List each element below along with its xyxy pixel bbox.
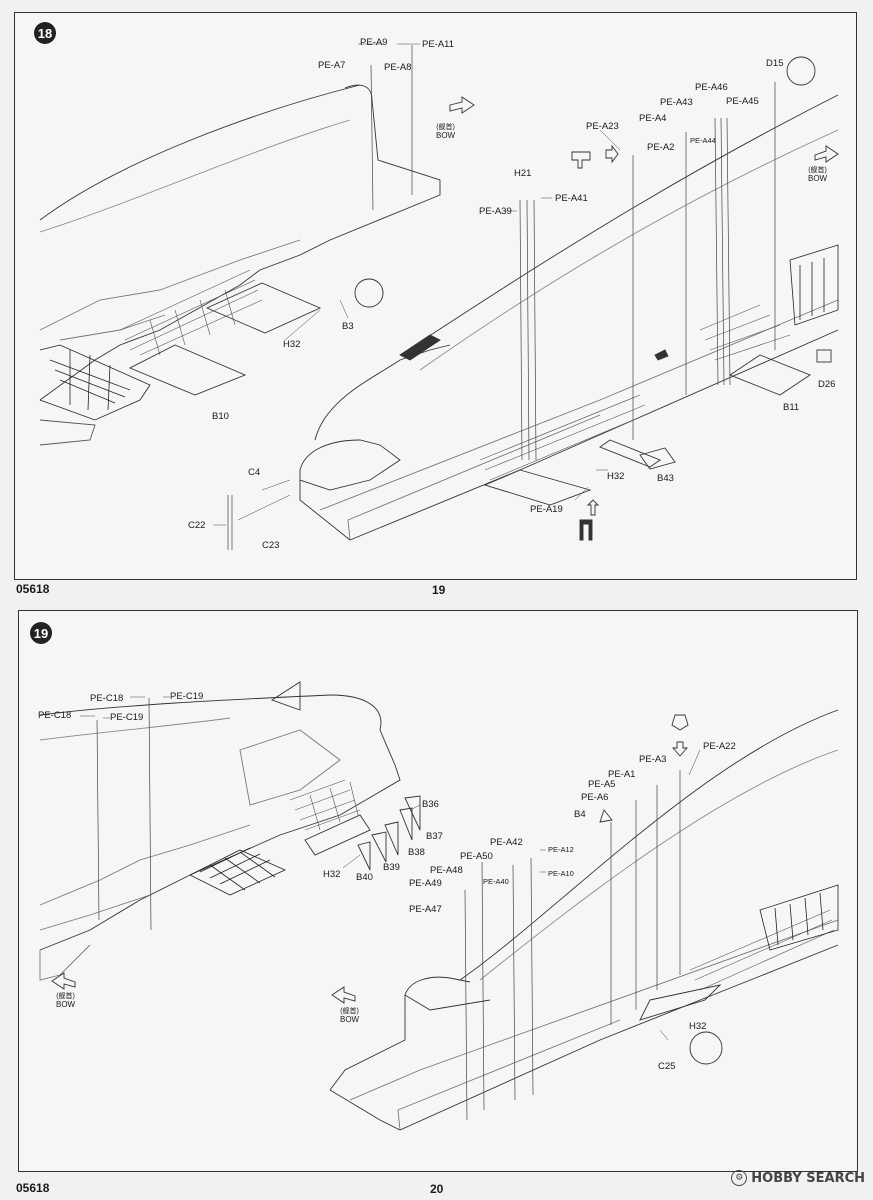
product-code-top: 05618 [16, 582, 50, 596]
label-b37: B37 [426, 831, 443, 842]
watermark-logo-icon: ⚙ [731, 1170, 748, 1186]
label-pe-a40: PE-A40 [483, 877, 509, 886]
label-pe-c19-b: PE-C19 [110, 712, 144, 723]
label-c25: C25 [658, 1061, 676, 1072]
label-pe-c18-b: PE-C18 [38, 710, 72, 721]
label-b4: B4 [574, 809, 586, 820]
label-pe-a48: PE-A48 [430, 865, 463, 876]
instruction-page-bottom: 19 [0, 600, 873, 1200]
label-pe-a50: PE-A50 [460, 851, 493, 862]
step-19-hull-drawing [39, 681, 839, 1131]
label-pe-a7: PE-A7 [318, 60, 346, 71]
instruction-page-top: 18 [14, 12, 857, 597]
bow-indicator-19a: (舰首)BOW [56, 993, 76, 1009]
step-18-hull-drawing [39, 43, 839, 550]
step-18-badge: 18 [34, 22, 56, 44]
label-pe-a19: PE-A19 [530, 504, 563, 515]
label-h32-a: H32 [283, 339, 301, 350]
label-pe-a45: PE-A45 [726, 96, 759, 107]
label-b36: B36 [422, 799, 439, 810]
label-pe-a8: PE-A8 [384, 62, 412, 73]
label-pe-a5: PE-A5 [588, 779, 616, 790]
bow-indicator-18a: (舰首)BOW [436, 124, 456, 140]
step-19-badge: 19 [30, 622, 52, 644]
label-pe-a11: PE-A11 [422, 39, 455, 50]
label-pe-a46: PE-A46 [695, 82, 728, 93]
label-b39: B39 [383, 862, 400, 873]
label-d15: D15 [766, 58, 784, 69]
label-b43: B43 [657, 473, 674, 484]
label-c23: C23 [262, 540, 280, 551]
label-pe-a22: PE-A22 [703, 741, 736, 752]
label-d26: D26 [818, 379, 836, 390]
label-pe-a6: PE-A6 [581, 792, 609, 803]
label-h32-c: H32 [323, 869, 341, 880]
label-pe-c19-a: PE-C19 [170, 691, 204, 702]
label-b3: B3 [342, 321, 354, 332]
label-b11: B11 [783, 402, 800, 413]
label-h32-d: H32 [689, 1021, 707, 1032]
label-b10: B10 [212, 411, 229, 422]
product-code-bottom: 05618 [16, 1181, 50, 1195]
label-pe-a44: PE-A44 [690, 136, 716, 145]
label-pe-a47: PE-A47 [409, 904, 442, 915]
label-c22: C22 [188, 520, 206, 531]
watermark-text: HOBBY SEARCH [751, 1170, 865, 1186]
label-pe-a4: PE-A4 [639, 113, 667, 124]
label-pe-a43: PE-A43 [660, 97, 693, 108]
label-c4: C4 [248, 467, 261, 478]
label-b38: B38 [408, 847, 425, 858]
label-pe-c18-a: PE-C18 [90, 693, 124, 704]
label-pe-a12: PE-A12 [548, 845, 574, 854]
page-number-20: 20 [430, 1182, 444, 1196]
label-pe-a41: PE-A41 [555, 193, 588, 204]
label-pe-a42: PE-A42 [490, 837, 523, 848]
bow-indicator-19b: (舰首)BOW [340, 1008, 360, 1024]
hobby-search-watermark: ⚙ HOBBY SEARCH [731, 1170, 865, 1186]
bow-indicator-18b: (舰首)BOW [808, 167, 828, 183]
label-pe-a2: PE-A2 [647, 142, 675, 153]
label-b40: B40 [356, 872, 373, 883]
label-pe-a39: PE-A39 [479, 206, 512, 217]
label-h21: H21 [514, 168, 532, 179]
step-18-frame [14, 12, 857, 580]
label-pe-a10: PE-A10 [548, 869, 574, 878]
label-pe-a49: PE-A49 [409, 878, 442, 889]
page-number-19: 19 [432, 583, 446, 597]
label-pe-a3: PE-A3 [639, 754, 667, 765]
label-pe-a1: PE-A1 [608, 769, 636, 780]
label-pe-a9: PE-A9 [360, 37, 388, 48]
label-pe-a23: PE-A23 [586, 121, 619, 132]
label-h32-b: H32 [607, 471, 625, 482]
